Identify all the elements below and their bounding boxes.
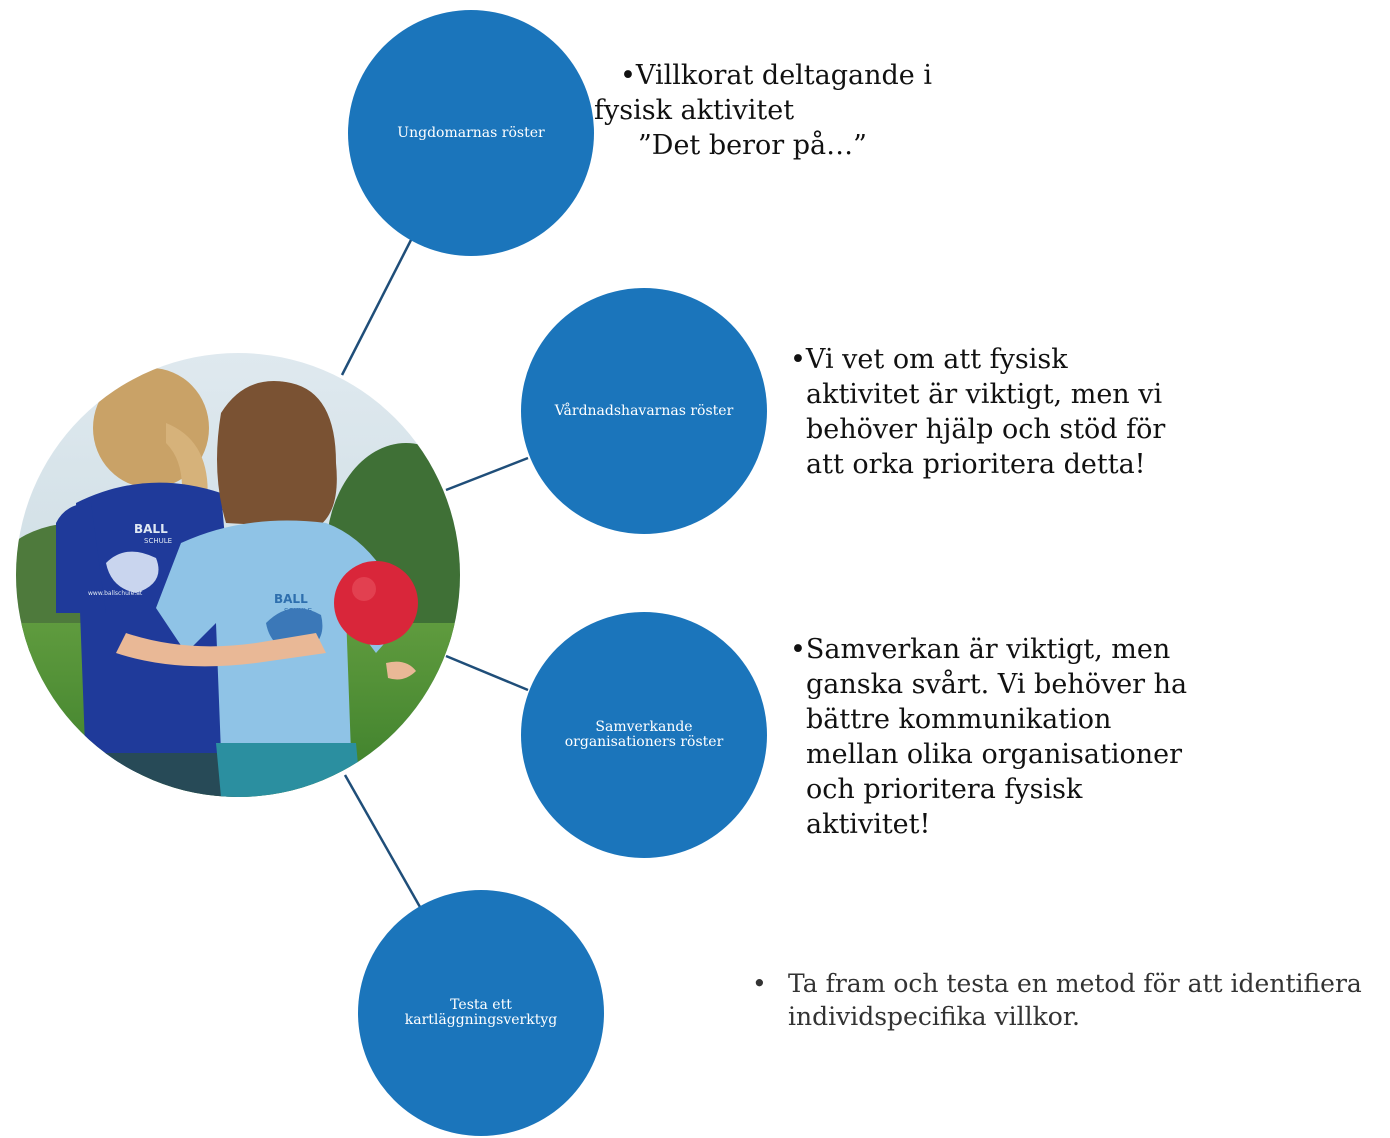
connector-to-node-1 [340, 237, 414, 376]
shirt-text-1: BALL [134, 522, 168, 536]
connector-to-node-4 [343, 774, 422, 908]
description-youth-line: ”Det beror på…” [638, 130, 867, 162]
description-organisations-line: mellan olika organisationer [806, 739, 1183, 771]
node-organisation-voices: Samverkande organisationers röster [521, 612, 767, 858]
description-mapping-tool-line: individspecifika villkor. [788, 1001, 1080, 1031]
children-photo: BALL SCHULE www.ballschule.at BALL SCHUL… [16, 353, 460, 797]
node-mapping-tool-label: Testa ett kartläggningsverktyg [404, 997, 558, 1028]
node-youth-voices-label: Ungdomarnas röster [397, 124, 545, 141]
description-mapping-tool-line: Ta fram och testa en metod för att ident… [788, 969, 1362, 998]
shirt-text-2: SCHULE [144, 537, 172, 545]
description-organisations-line: •Samverkan är viktigt, men [790, 634, 1171, 665]
connector-to-node-2 [445, 456, 529, 492]
description-guardians-line: •Vi vet om att fysisk [790, 344, 1068, 375]
description-organisations-line: bättre kommunikation [806, 704, 1112, 736]
description-organisations-line: och prioritera fysisk [806, 774, 1083, 806]
description-guardians-line: behöver hjälp och stöd för [806, 414, 1166, 446]
description-youth-line: fysisk aktivitet [594, 95, 795, 127]
node-mapping-tool: Testa ett kartläggningsverktyg [358, 890, 604, 1136]
description-guardians-line: att orka prioritera detta! [806, 449, 1146, 481]
description-organisations-line: ganska svårt. Vi behöver ha [806, 669, 1188, 701]
description-youth: •Villkorat deltagande i fysisk aktivitet… [594, 58, 933, 163]
description-organisations-line: aktivitet! [806, 809, 931, 841]
node-organisation-voices-label: Samverkande organisationers röster [564, 719, 724, 750]
shirt-text-3: BALL [274, 592, 308, 606]
node-youth-voices: Ungdomarnas röster [348, 10, 594, 256]
shirt-url: www.ballschule.at [88, 590, 143, 597]
description-organisations: •Samverkan är viktigt, men ganska svårt.… [790, 632, 1187, 843]
node-guardian-voices: Vårdnadshavarnas röster [521, 288, 767, 534]
description-guardians-line: aktivitet är viktigt, men vi [806, 379, 1163, 411]
description-guardians: •Vi vet om att fysisk aktivitet är vikti… [790, 342, 1165, 482]
node-guardian-voices-label: Vårdnadshavarnas röster [554, 402, 734, 419]
description-mapping-tool-bullet: • [752, 969, 767, 998]
connector-to-node-3 [445, 654, 529, 692]
description-mapping-tool: • Ta fram och testa en metod för att ide… [752, 968, 1362, 1033]
description-youth-line: •Villkorat deltagande i [620, 60, 933, 91]
